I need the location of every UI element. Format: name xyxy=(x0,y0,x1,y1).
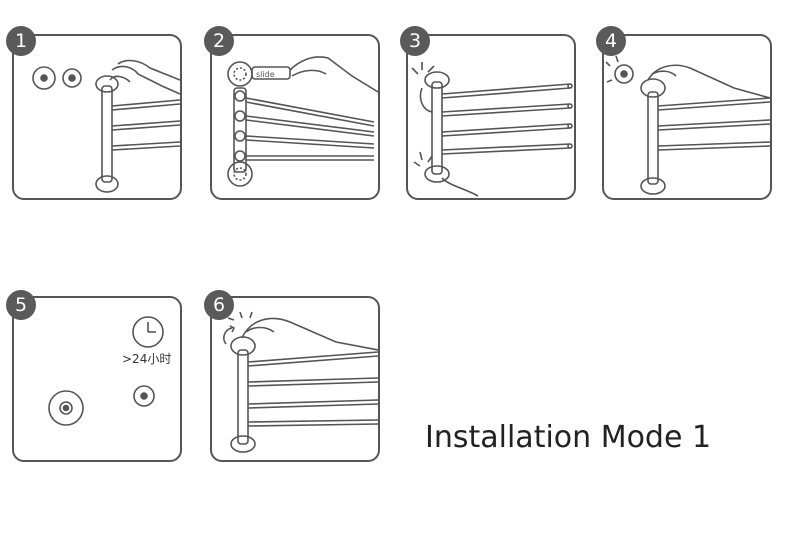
step-panel-5: >24小时 xyxy=(12,296,182,462)
page-title: Installation Mode 1 xyxy=(425,420,712,455)
step-5-illustration xyxy=(48,316,164,426)
step-5-wait-note: >24小时 xyxy=(122,352,172,366)
step-panel-4 xyxy=(602,34,772,200)
step-2-illustration: slide xyxy=(227,56,378,187)
step-badge-5: 5 xyxy=(6,290,36,320)
step-3-illustration xyxy=(411,62,573,197)
step-badge-3: 3 xyxy=(400,26,430,56)
step-1-illustration xyxy=(32,59,180,193)
step-badge-4: 4 xyxy=(596,26,626,56)
step-badge-6: 6 xyxy=(204,290,234,320)
step-2-tape-label: slide xyxy=(256,70,275,79)
step-6-illustration xyxy=(223,311,378,453)
step-badge-1: 1 xyxy=(6,26,36,56)
step-badge-2: 2 xyxy=(204,26,234,56)
step-panel-6 xyxy=(210,296,380,462)
step-panel-2: slide xyxy=(210,34,380,200)
step-panel-3 xyxy=(406,34,576,200)
step-4-illustration xyxy=(605,55,770,195)
step-panel-1 xyxy=(12,34,182,200)
clock-icon xyxy=(132,316,164,348)
